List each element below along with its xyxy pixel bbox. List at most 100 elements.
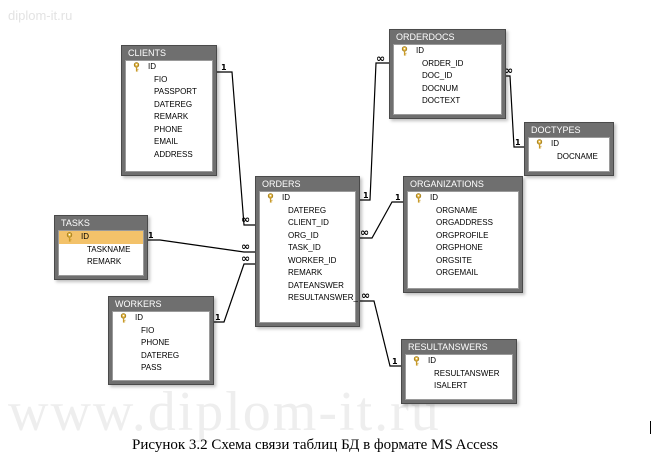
field[interactable]: ISALERT (406, 380, 512, 393)
field[interactable]: ORGADDRESS (408, 217, 518, 230)
primary-key-field[interactable]: ID (394, 45, 501, 58)
primary-key-icon (415, 193, 422, 203)
field[interactable]: ORGSITE (408, 255, 518, 268)
primary-key-icon (133, 62, 140, 72)
field[interactable]: PASSPORT (126, 86, 212, 99)
field[interactable]: TASK_ID (260, 242, 355, 255)
field[interactable]: ORGPHONE (408, 242, 518, 255)
field[interactable]: RESULTANSWER (406, 368, 512, 381)
field[interactable]: FIO (113, 325, 209, 338)
rel-orders-org-many-label: ∞ (360, 226, 369, 239)
primary-key-field[interactable]: ID (113, 312, 209, 325)
primary-key-icon (536, 139, 543, 149)
rel-workers-orders (211, 263, 256, 323)
field[interactable]: DOCNAME (529, 151, 609, 164)
primary-key-field[interactable]: ID (59, 231, 143, 244)
rel-organizations-orders (357, 201, 403, 239)
field-name: EMAIL (154, 137, 179, 146)
field-name: ID (430, 193, 438, 202)
field-name: PASSPORT (154, 87, 197, 96)
table-doctypes[interactable]: DOCTYPES ID DOCNAME (524, 122, 614, 176)
table-title: CLIENTS (128, 48, 167, 58)
field-name: ID (428, 356, 436, 365)
field-name: FIO (154, 74, 168, 84)
field-name: PHONE (154, 124, 183, 134)
rel-clients-many-label: ∞ (241, 213, 250, 226)
primary-key-field[interactable]: ID (408, 192, 518, 205)
field[interactable]: ADDRESS (126, 149, 212, 162)
field-name: ORGPHONE (436, 243, 483, 252)
rel-orders-worker-many-label: ∞ (241, 252, 250, 265)
table-title: ORDERDOCS (396, 32, 455, 42)
rel-orderdocs-doc-many-label: ∞ (504, 64, 513, 77)
field[interactable]: DATEREG (260, 205, 355, 218)
field[interactable]: TASKNAME (59, 244, 143, 257)
rel-orderdocs-many-label: ∞ (376, 52, 385, 65)
field[interactable]: RESULTANSWER_ (260, 292, 358, 305)
field-name: ORGSITE (436, 255, 473, 265)
field-name: ORG_ID (288, 230, 319, 240)
field[interactable]: ORDER_ID (394, 58, 501, 71)
primary-key-icon (120, 313, 127, 323)
rel-resultanswers-orders (357, 300, 401, 367)
field-name: WORKER_ID (288, 255, 337, 265)
rel-tasks-one-label: 1 (148, 231, 154, 240)
field[interactable]: ORG_ID (260, 230, 355, 243)
field-name: DOCTEXT (422, 96, 461, 105)
field-name: DOC_ID (422, 71, 453, 80)
table-title: DOCTYPES (531, 125, 581, 135)
field[interactable]: REMARK (260, 267, 355, 280)
field[interactable]: FIO (126, 74, 212, 87)
field-name: TASKNAME (87, 244, 131, 254)
field-name: FIO (141, 325, 155, 335)
field-name: ID (551, 139, 559, 148)
field[interactable]: REMARK (59, 256, 143, 269)
figure-caption: Рисунок 3.2 Схема связи таблиц БД в форм… (132, 437, 499, 453)
primary-key-field[interactable]: ID (406, 355, 512, 368)
table-resultanswers[interactable]: RESULTANSWERS ID RESULTANSWER ISALERT (401, 339, 517, 404)
field-list: ID RESULTANSWER ISALERT (405, 354, 513, 400)
field[interactable]: PASS (113, 362, 209, 375)
field[interactable]: ORGPROFILE (408, 230, 518, 243)
rel-doctypes-one-label: 1 (515, 138, 521, 147)
field[interactable]: DOC_ID (394, 70, 501, 83)
field-name: DOCNAME (557, 151, 598, 161)
field[interactable]: DOCTEXT (394, 95, 501, 108)
field-name: DATEREG (141, 350, 180, 360)
primary-key-field[interactable]: ID (529, 138, 609, 151)
table-title: TASKS (61, 218, 90, 228)
field[interactable]: EMAIL (126, 136, 212, 149)
field-name: ORGPROFILE (436, 230, 489, 240)
field[interactable]: ORGEMAIL (408, 267, 518, 280)
primary-key-field[interactable]: ID (260, 192, 355, 205)
field[interactable]: DATEREG (126, 99, 212, 112)
table-title: RESULTANSWERS (408, 342, 488, 352)
field[interactable]: PHONE (113, 337, 209, 350)
field-name: DATEREG (154, 99, 193, 109)
field[interactable]: REMARK (126, 111, 212, 124)
primary-key-field[interactable]: ID (126, 61, 212, 74)
field[interactable]: DATEREG (113, 350, 209, 363)
field[interactable]: CLIENT_ID (260, 217, 355, 230)
field[interactable]: DOCNUM (394, 83, 501, 96)
field[interactable]: WORKER_ID (260, 255, 355, 268)
field[interactable]: PHONE (126, 124, 212, 137)
field-name: ORGEMAIL (436, 268, 479, 277)
field-name: RESULTANSWER (434, 368, 500, 378)
watermark-top: diplom-it.ru (8, 8, 73, 23)
field-list: ID DOCNAME (528, 137, 610, 172)
field[interactable]: ORGNAME (408, 205, 518, 218)
field[interactable]: DATEANSWER (260, 280, 355, 293)
primary-key-icon (267, 193, 274, 203)
